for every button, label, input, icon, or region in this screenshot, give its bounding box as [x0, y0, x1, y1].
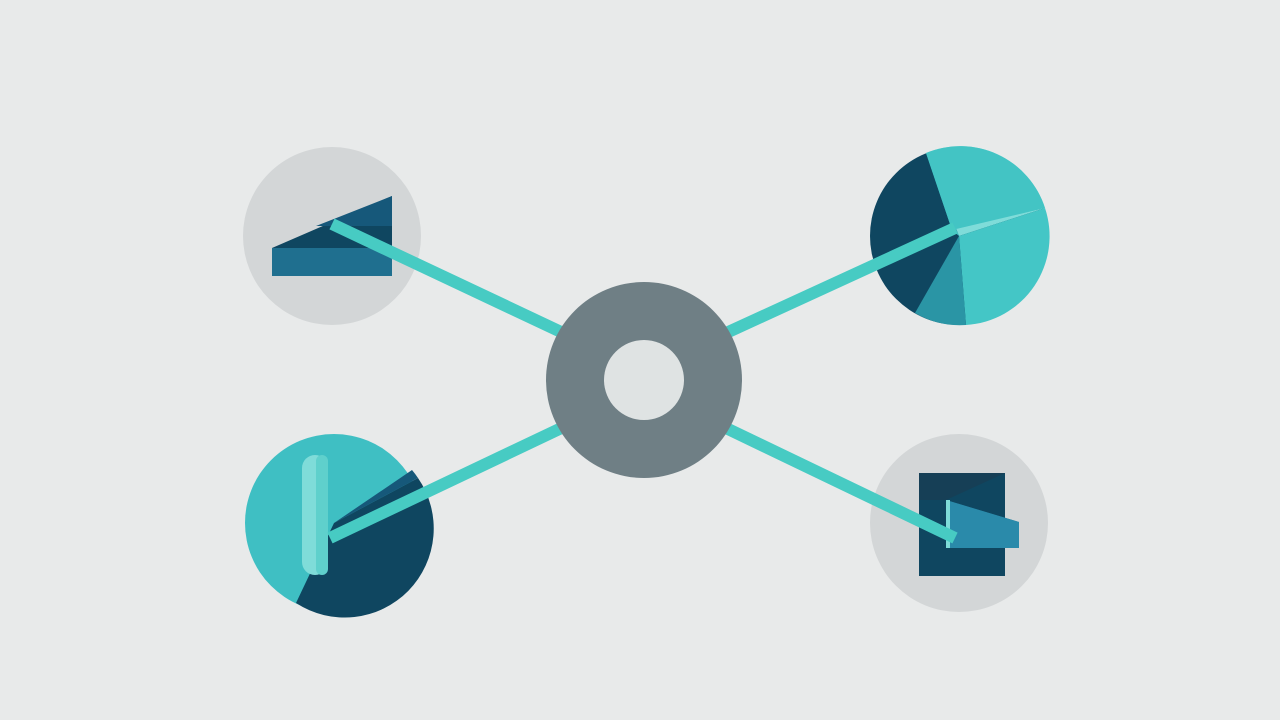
wedge-chart-icon [272, 196, 392, 276]
node-bottom-left [245, 434, 434, 618]
pie-chart-icon [915, 146, 1050, 326]
node-bottom-right [870, 434, 1048, 612]
ring-icon [546, 282, 742, 478]
hub [546, 282, 742, 478]
node-top-right [870, 146, 1050, 326]
folded-page-icon [919, 473, 1019, 576]
folded-ribbon-icon [296, 455, 434, 618]
node-top-left [243, 147, 421, 325]
hub-center [604, 340, 684, 420]
